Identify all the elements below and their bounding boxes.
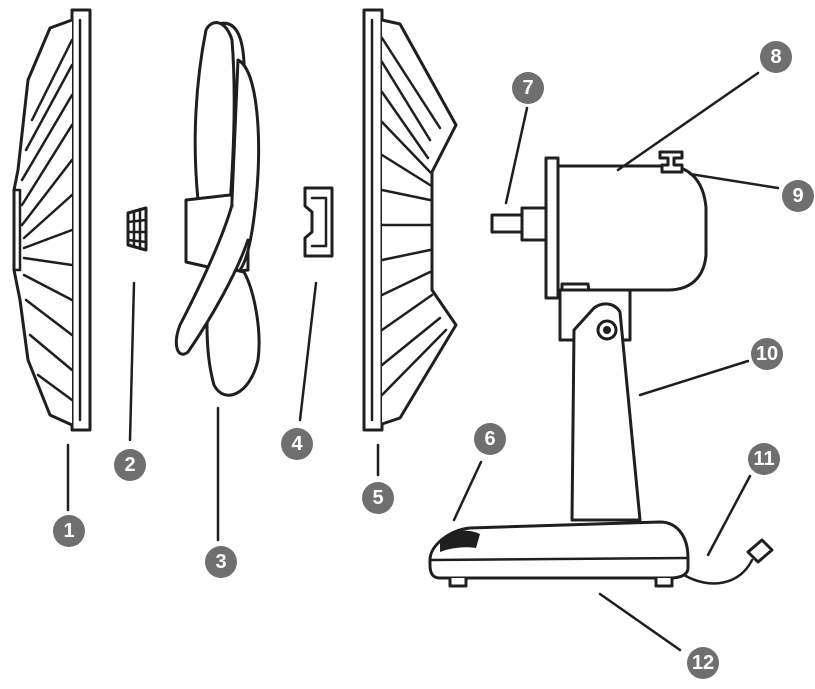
callout-11-number: 11 bbox=[753, 448, 774, 470]
callout-5: 5 bbox=[362, 482, 394, 514]
callout-8-number: 8 bbox=[770, 46, 781, 68]
callout-8: 8 bbox=[760, 41, 792, 73]
callout-4: 4 bbox=[281, 428, 313, 460]
callout-6: 6 bbox=[474, 423, 506, 455]
callout-3-number: 3 bbox=[215, 551, 226, 573]
callout-5-number: 5 bbox=[372, 487, 383, 509]
callout-12-number: 12 bbox=[692, 652, 714, 674]
callout-4-number: 4 bbox=[291, 433, 303, 455]
callout-2: 2 bbox=[114, 449, 146, 481]
callout-7-number: 7 bbox=[522, 77, 533, 99]
callout-2-number: 2 bbox=[124, 454, 135, 476]
callout-12: 12 bbox=[687, 647, 719, 679]
callout-10: 10 bbox=[751, 338, 783, 370]
leader-lines bbox=[66, 71, 780, 652]
callout-1: 1 bbox=[53, 515, 85, 547]
rear-nut bbox=[126, 206, 148, 252]
callout-3: 3 bbox=[205, 546, 237, 578]
callout-1-number: 1 bbox=[63, 520, 74, 542]
fan-base bbox=[428, 520, 690, 588]
fan-blade bbox=[174, 21, 261, 397]
callout-9-number: 9 bbox=[792, 185, 803, 207]
rear-grille bbox=[12, 8, 92, 432]
callout-7: 7 bbox=[512, 72, 544, 104]
front-grille bbox=[362, 8, 458, 432]
callout-11: 11 bbox=[748, 443, 780, 475]
callout-10-number: 10 bbox=[756, 343, 778, 365]
blade-cap bbox=[303, 186, 334, 258]
power-cord bbox=[682, 538, 774, 585]
callout-9: 9 bbox=[782, 180, 814, 212]
callout-6-number: 6 bbox=[484, 428, 495, 450]
motor-housing bbox=[490, 150, 708, 302]
stand-column bbox=[558, 288, 642, 522]
